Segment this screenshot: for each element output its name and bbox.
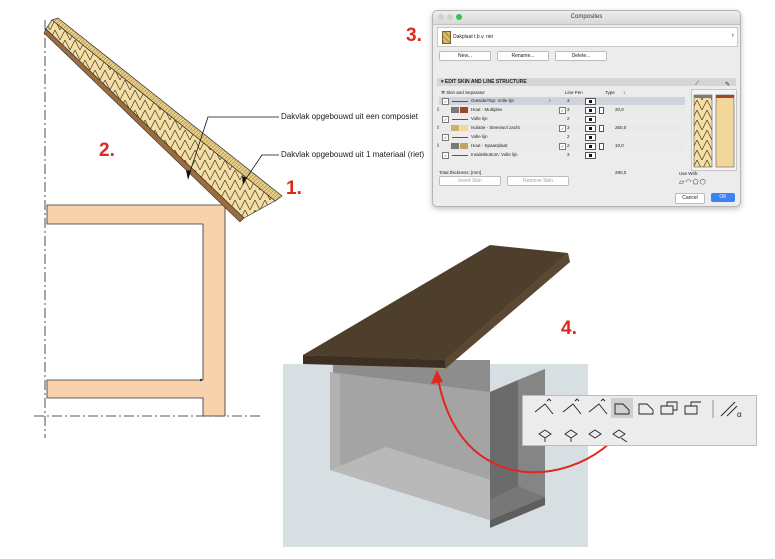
- new-button[interactable]: New...: [439, 51, 491, 61]
- roof-split-tool-icon[interactable]: [561, 399, 581, 417]
- roof-curve-tool-icon[interactable]: [587, 399, 607, 417]
- svg-text:α: α: [737, 410, 742, 419]
- roof-preview-icon[interactable]: ⟋: [695, 81, 700, 87]
- composite-name: Dakplaat t.b.v. riet: [453, 34, 493, 40]
- fill-swatch: [451, 107, 459, 113]
- composite-swatch: [442, 31, 451, 44]
- rotate-node-tool-icon[interactable]: [609, 423, 629, 441]
- fill-swatch: [451, 143, 459, 149]
- shell-edge-tool-icon[interactable]: [637, 399, 657, 417]
- use-with-label: Use With:: [679, 171, 699, 176]
- drag-handle-icon[interactable]: ⇕: [436, 107, 441, 113]
- row-checkbox[interactable]: ✓: [442, 152, 449, 159]
- column-skin-header: ⚒ Skin and Separator: [441, 90, 485, 95]
- pen-preview-icon[interactable]: ✎: [725, 82, 731, 88]
- pen-checkbox[interactable]: ✓: [559, 125, 566, 132]
- remove-skin-button[interactable]: Remove Skin: [507, 176, 569, 186]
- step-2-label: 2.: [99, 140, 115, 161]
- column-thickness-icon: ↕: [623, 90, 626, 95]
- column-type-header: Type: [605, 90, 615, 95]
- roof-inner-board: [43, 28, 245, 223]
- move-node-tool-icon[interactable]: [535, 423, 555, 441]
- offset-node-tool-icon[interactable]: [561, 423, 581, 441]
- wall-section: [46, 204, 226, 417]
- total-thickness-label: Total thickness: [mm]: [439, 170, 482, 175]
- roof-insulation-layer: [45, 19, 276, 219]
- roof-pitch-tool-icon[interactable]: [533, 399, 553, 417]
- annotation-composite: Dakvlak opgebouwd uit een composiet: [281, 112, 418, 121]
- composite-selector[interactable]: Dakplaat t.b.v. riet ›: [437, 27, 738, 47]
- 3d-roof-top: [303, 245, 568, 360]
- line-type-icon[interactable]: [585, 125, 596, 132]
- delete-button[interactable]: Delete...: [555, 51, 607, 61]
- roof-toolbar: α: [522, 395, 757, 446]
- row-checkbox[interactable]: ✓: [442, 116, 449, 123]
- use-with-icons[interactable]: ▱◠⬠⬡: [679, 179, 707, 186]
- fill-swatch: [451, 125, 459, 131]
- dialog-title: Composites: [570, 14, 603, 20]
- cancel-button[interactable]: Cancel: [675, 193, 705, 204]
- step-3-label: 3.: [406, 25, 422, 46]
- dialog-titlebar: Composites: [433, 11, 740, 25]
- shell-trim-tool-icon[interactable]: [683, 399, 703, 417]
- rename-button[interactable]: Rename...: [497, 51, 549, 61]
- disclosure-triangle-icon: ▾: [441, 79, 445, 85]
- table-row[interactable]: ✓ Volle lijn 2: [439, 133, 685, 141]
- fill-type-icon[interactable]: [599, 143, 604, 150]
- row-checkbox[interactable]: ✓: [442, 98, 449, 105]
- composites-dialog: Composites Dakplaat t.b.v. riet › New...…: [432, 10, 741, 207]
- column-line-pen-header: Line Pen: [565, 90, 583, 95]
- leader-composite: [187, 116, 279, 179]
- fill-type-icon[interactable]: [599, 125, 604, 132]
- line-type-icon[interactable]: [585, 152, 596, 159]
- step-4-label: 4.: [561, 318, 577, 339]
- angle-tool-icon[interactable]: [719, 399, 739, 417]
- table-row[interactable]: ⇕ Hout - Spaanplaat ✓ 2 10,0: [436, 142, 685, 150]
- fill-swatch: [460, 125, 468, 131]
- row-checkbox[interactable]: ✓: [442, 134, 449, 141]
- table-row[interactable]: ✓ Inside/Bottom: Volle lijn 3: [439, 151, 685, 159]
- drag-handle-icon[interactable]: ⇕: [436, 125, 441, 131]
- pen-checkbox[interactable]: ✓: [559, 107, 566, 114]
- composite-preview: [691, 89, 737, 171]
- table-row[interactable]: ⇕ Hout - Multiplex ✓ 3 20,0: [436, 106, 685, 114]
- shell-profile-tool-icon[interactable]: [612, 399, 632, 417]
- chevron-right-icon[interactable]: ›: [549, 98, 551, 104]
- roof-thatch-layer: [51, 17, 283, 202]
- total-thickness-value: 280,0: [615, 170, 627, 175]
- chevron-right-icon: ›: [731, 32, 734, 39]
- red-flow-arrow: [436, 373, 616, 474]
- fill-swatch: [460, 107, 468, 113]
- fill-type-icon[interactable]: [599, 107, 604, 114]
- line-type-icon[interactable]: [585, 134, 596, 141]
- annotation-single-material: Dakvlak opgebouwd uit 1 materiaal (riet): [281, 150, 425, 159]
- edge-tool-icon[interactable]: [585, 423, 605, 441]
- table-row[interactable]: ✓ Outside/Top: Volle lijn › 3: [439, 97, 685, 105]
- insert-skin-button[interactable]: Insert Skin: [439, 176, 501, 186]
- skin-structure-section-header[interactable]: ▾ EDIT SKIN AND LINE STRUCTURE: [437, 78, 736, 86]
- step-1-label: 1.: [286, 178, 302, 199]
- shell-add-tool-icon[interactable]: [659, 399, 679, 417]
- zoom-window-icon[interactable]: [456, 14, 462, 20]
- wrench-icon: ⚒: [441, 90, 447, 95]
- drag-handle-icon[interactable]: ⇕: [436, 143, 441, 149]
- ok-button[interactable]: OK: [711, 193, 735, 202]
- line-type-icon[interactable]: [585, 98, 596, 105]
- leader-single-material: [242, 154, 279, 184]
- line-type-icon[interactable]: [585, 107, 596, 114]
- table-row[interactable]: ⇕ Isolatie - Steenwol zacht ✓ 3 250,0: [436, 124, 685, 132]
- line-type-icon[interactable]: [585, 116, 596, 123]
- line-type-icon[interactable]: [585, 143, 596, 150]
- fill-swatch: [460, 143, 468, 149]
- minimize-window-icon[interactable]: [447, 14, 453, 20]
- close-window-icon[interactable]: [438, 14, 444, 20]
- table-row[interactable]: ✓ Volle lijn 2: [439, 115, 685, 123]
- pen-checkbox[interactable]: ✓: [559, 143, 566, 150]
